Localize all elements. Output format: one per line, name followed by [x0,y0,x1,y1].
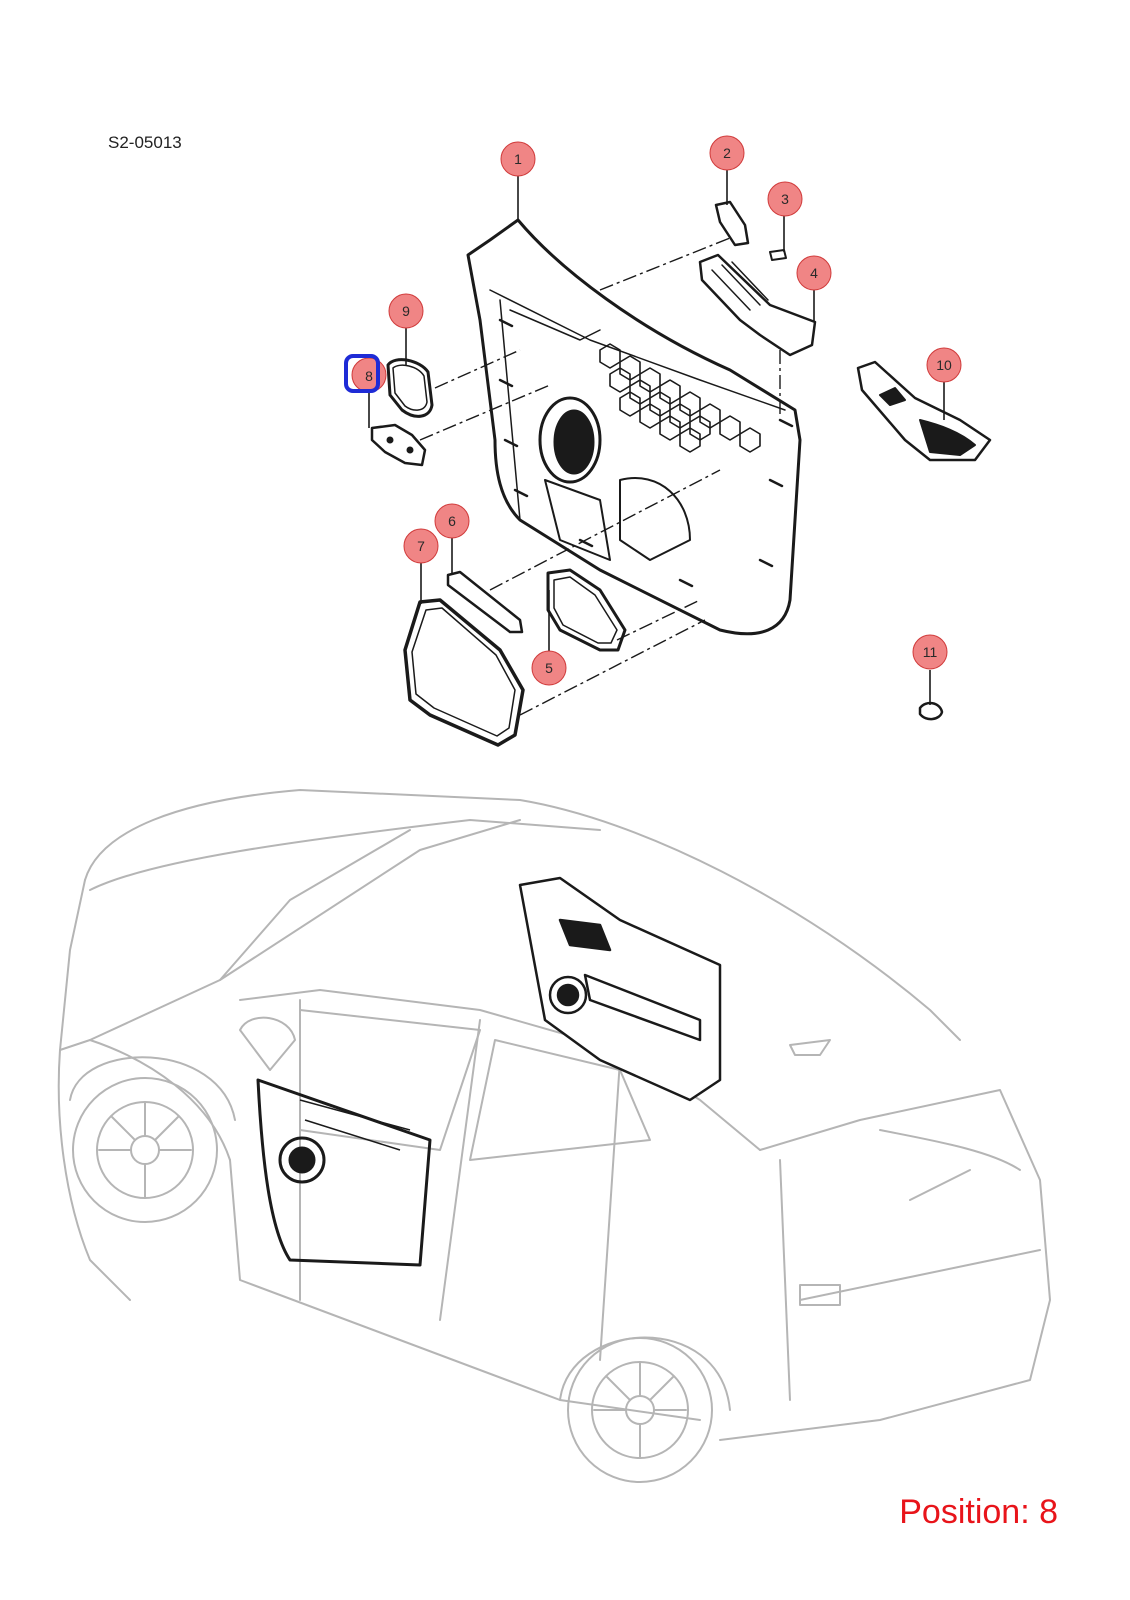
callout-10[interactable]: 10 [926,347,962,383]
svg-text:9: 9 [402,303,410,319]
leader-lines [368,170,945,705]
callout-8-selection [344,354,380,393]
pull-handle-part [856,360,992,462]
window-switch-panel-part [698,253,817,357]
svg-text:1: 1 [514,151,522,167]
speaker-seal-part [546,568,627,652]
vehicle-door-trim-panel [518,876,722,1102]
svg-text:11: 11 [923,644,938,660]
fastener-clip-part [918,701,944,721]
callout-1[interactable]: 1 [500,141,536,177]
diagram-code: S2-05013 [108,133,182,152]
callout-6[interactable]: 6 [434,503,470,539]
switch-bezel-part [714,200,750,247]
callout-2[interactable]: 2 [709,135,745,171]
door-seal-part [403,598,525,747]
callout-5[interactable]: 5 [531,650,567,686]
grille-ring-part [386,358,434,418]
svg-text:3: 3 [781,191,789,207]
callout-7[interactable]: 7 [403,528,439,564]
callouts: 1 2 3 4 5 6 7 8 [344,135,962,686]
handle-bracket-part [370,423,427,467]
svg-text:2: 2 [723,145,731,161]
clip-part [769,249,787,261]
callout-4[interactable]: 4 [796,255,832,291]
svg-text:4: 4 [810,265,818,281]
exploded-parts [370,200,992,747]
position-indicator: Position: 8 [899,1493,1058,1531]
callout-11[interactable]: 11 [912,634,948,670]
svg-text:10: 10 [936,357,952,373]
svg-text:8: 8 [365,368,373,384]
callout-8[interactable]: 8 [344,354,387,393]
callout-9[interactable]: 9 [388,293,424,329]
callout-3[interactable]: 3 [767,181,803,217]
svg-text:7: 7 [417,538,425,554]
reinforcement-strip-part [446,570,524,634]
assembly-lines [419,237,781,716]
vehicle-door-panel-inner [256,1078,432,1267]
svg-text:6: 6 [448,513,456,529]
vehicle-illustration [57,789,1051,1483]
door-trim-panel-part [466,218,802,636]
svg-text:5: 5 [545,660,553,676]
